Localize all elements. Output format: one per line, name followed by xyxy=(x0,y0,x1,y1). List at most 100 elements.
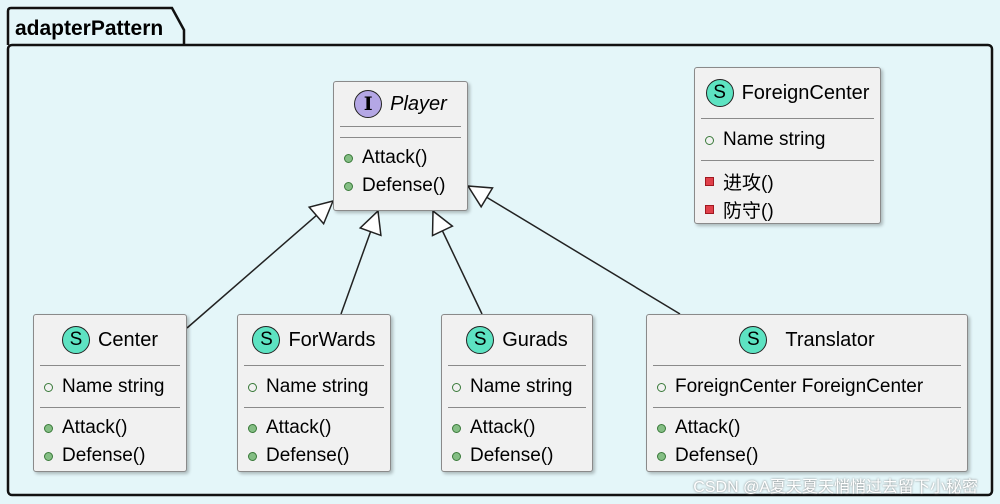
public-method-icon xyxy=(452,451,461,461)
field-label: Name string xyxy=(470,376,573,397)
realization-arrowhead-center xyxy=(307,199,335,226)
fields-section: Name string xyxy=(34,366,186,407)
method-label: Defense() xyxy=(266,445,350,466)
field-label: Name string xyxy=(723,129,826,150)
divider xyxy=(701,118,874,119)
method-row: Attack() xyxy=(344,144,467,172)
method-label: Defense() xyxy=(470,445,554,466)
divider xyxy=(244,407,384,408)
fields-section: Name string xyxy=(695,119,880,160)
methods-section: Attack() Defense() xyxy=(334,138,467,204)
class-name: ForeignCenter xyxy=(741,81,870,104)
struct-badge-icon: S xyxy=(739,326,768,354)
realization-line-gurads xyxy=(441,230,483,315)
field-row: Name string xyxy=(705,126,880,154)
method-row: Defense() xyxy=(44,442,186,470)
interface-badge-icon: I xyxy=(354,90,383,118)
public-field-icon xyxy=(705,135,714,145)
watermark: CSDN @A夏天夏天悄悄过去留下小秘密 xyxy=(693,479,978,496)
class-header: S ForWards xyxy=(238,315,390,365)
method-row: Defense() xyxy=(452,442,592,470)
method-label: Attack() xyxy=(62,417,128,438)
method-row: Defense() xyxy=(657,442,967,470)
divider xyxy=(448,407,586,408)
fields-section: ForeignCenter ForeignCenter xyxy=(647,366,967,407)
method-label: Defense() xyxy=(62,445,146,466)
method-label: Attack() xyxy=(675,417,741,438)
class-center: S Center Name string Attack() Defense() xyxy=(33,314,187,472)
class-gurads: S Gurads Name string Attack() Defense() xyxy=(441,314,593,472)
methods-section: Attack() Defense() xyxy=(647,408,967,474)
fields-section: Name string xyxy=(238,366,390,407)
method-row: Attack() xyxy=(44,414,186,442)
method-row: Defense() xyxy=(248,442,390,470)
divider xyxy=(448,365,586,366)
class-name: Center xyxy=(97,328,159,351)
divider xyxy=(40,365,180,366)
method-label: Attack() xyxy=(362,147,428,168)
divider xyxy=(340,137,461,138)
realization-arrowhead-gurads xyxy=(431,209,454,237)
method-label: Attack() xyxy=(470,417,536,438)
public-method-icon xyxy=(657,451,666,461)
field-row: Name string xyxy=(452,373,592,401)
realization-arrowhead-forwards xyxy=(358,209,382,237)
method-label: 进攻() xyxy=(723,172,774,194)
method-label: 防守() xyxy=(723,200,774,222)
class-header: I Player xyxy=(334,82,467,126)
methods-section: Attack() Defense() xyxy=(442,408,592,474)
class-header: S Gurads xyxy=(442,315,592,365)
public-field-icon xyxy=(248,382,257,392)
class-name: Player xyxy=(390,92,447,115)
field-label: Name string xyxy=(62,376,165,397)
relation-lines xyxy=(186,185,681,329)
divider xyxy=(653,407,961,408)
realization-line-translator xyxy=(486,196,681,315)
public-method-icon xyxy=(44,423,53,433)
divider xyxy=(653,365,961,366)
method-label: Defense() xyxy=(362,175,446,196)
package-title: adapterPattern xyxy=(15,17,164,40)
field-label: Name string xyxy=(266,376,369,397)
public-method-icon xyxy=(248,423,257,433)
divider xyxy=(40,407,180,408)
private-method-icon xyxy=(705,176,714,186)
realization-line-forwards xyxy=(340,231,372,315)
field-row: ForeignCenter ForeignCenter xyxy=(657,373,967,401)
fields-section: Name string xyxy=(442,366,592,407)
field-row: Name string xyxy=(44,373,186,401)
field-row: Name string xyxy=(248,373,390,401)
methods-section: 进攻() 防守() xyxy=(695,161,880,227)
method-row: Defense() xyxy=(344,172,467,200)
class-name: ForWards xyxy=(288,328,376,351)
realization-arrowhead-translator xyxy=(466,185,494,209)
public-method-icon xyxy=(44,451,53,461)
realization-line-center xyxy=(186,214,317,329)
struct-badge-icon: S xyxy=(61,326,90,354)
public-method-icon xyxy=(657,423,666,433)
public-method-icon xyxy=(452,423,461,433)
method-row: Attack() xyxy=(248,414,390,442)
package-border xyxy=(6,43,994,497)
class-foreign-center: S ForeignCenter Name string 进攻() 防守() xyxy=(694,67,881,224)
public-field-icon xyxy=(44,382,53,392)
divider xyxy=(701,160,874,161)
method-row: Attack() xyxy=(657,414,967,442)
methods-section: Attack() Defense() xyxy=(34,408,186,474)
public-method-icon xyxy=(344,181,353,191)
public-method-icon xyxy=(248,451,257,461)
package-tab xyxy=(6,6,186,45)
method-row: 防守() xyxy=(705,195,880,223)
public-field-icon xyxy=(452,382,461,392)
private-method-icon xyxy=(705,204,714,214)
class-header: S Translator xyxy=(647,315,967,365)
struct-badge-icon: S xyxy=(466,326,495,354)
method-row: Attack() xyxy=(452,414,592,442)
class-translator: S Translator ForeignCenter ForeignCenter… xyxy=(646,314,968,472)
class-header: S Center xyxy=(34,315,186,365)
class-header: S ForeignCenter xyxy=(695,68,880,118)
method-label: Attack() xyxy=(266,417,332,438)
field-label: ForeignCenter ForeignCenter xyxy=(675,376,924,397)
